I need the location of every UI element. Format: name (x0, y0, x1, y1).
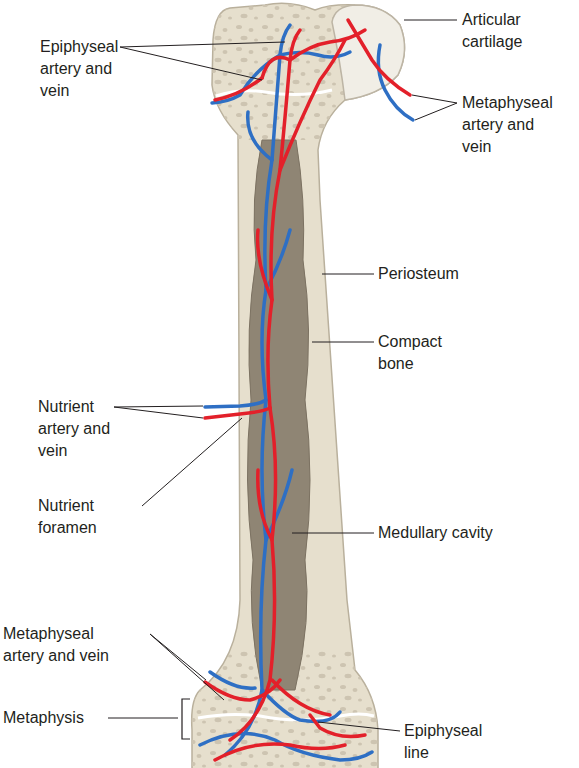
leader-line (312, 342, 374, 343)
leader-line (292, 533, 374, 534)
vein (225, 400, 266, 755)
epiphyseal-line (198, 714, 374, 720)
artery (310, 715, 365, 736)
artery (215, 744, 345, 760)
spongy-bone (190, 0, 420, 768)
part-label: Medullary cavity (378, 522, 538, 544)
vein (266, 470, 292, 540)
artery (205, 20, 410, 760)
leader-line (412, 95, 457, 103)
leader-line (114, 406, 203, 407)
part-label: Articular cartilage (462, 9, 552, 53)
leader-line (415, 103, 457, 120)
part-label: Epiphyseal line (404, 720, 494, 764)
leader-line (108, 20, 457, 731)
part-label: Nutrient foramen (38, 495, 118, 539)
leader-line (318, 722, 400, 731)
artery (258, 230, 272, 300)
part-label: Epiphyseal artery and vein (40, 36, 120, 102)
part-label: Metaphyseal artery and vein (3, 623, 118, 667)
part-label: Metaphyseal artery and vein (462, 92, 562, 158)
vein (262, 25, 290, 400)
part-label: Compact bone (378, 331, 468, 375)
part-label: Metaphysis (3, 707, 108, 729)
artery (205, 408, 270, 418)
medullary-cavity (247, 140, 310, 690)
vein (200, 25, 413, 760)
vein (210, 672, 255, 688)
vein (378, 45, 413, 120)
bone (190, 0, 420, 768)
leader-line (108, 718, 178, 719)
artery (262, 57, 290, 78)
leader-line (120, 42, 285, 47)
leader-line (114, 407, 203, 418)
artery (290, 30, 365, 60)
leader-line (142, 418, 242, 506)
part-label: Nutrient artery and vein (38, 396, 116, 462)
artery (205, 680, 280, 700)
leader-line (404, 20, 457, 21)
artery (268, 30, 300, 408)
artery (215, 78, 262, 100)
bracket (182, 699, 190, 739)
part-label: Periosteum (378, 263, 498, 285)
vein (248, 112, 272, 160)
vein (205, 400, 266, 407)
leader-line (322, 274, 374, 275)
artery (348, 20, 410, 95)
artery (258, 470, 272, 540)
leader-line (150, 634, 224, 700)
leader-line (120, 47, 262, 80)
artery (272, 680, 330, 715)
spongy-bone (190, 0, 420, 140)
